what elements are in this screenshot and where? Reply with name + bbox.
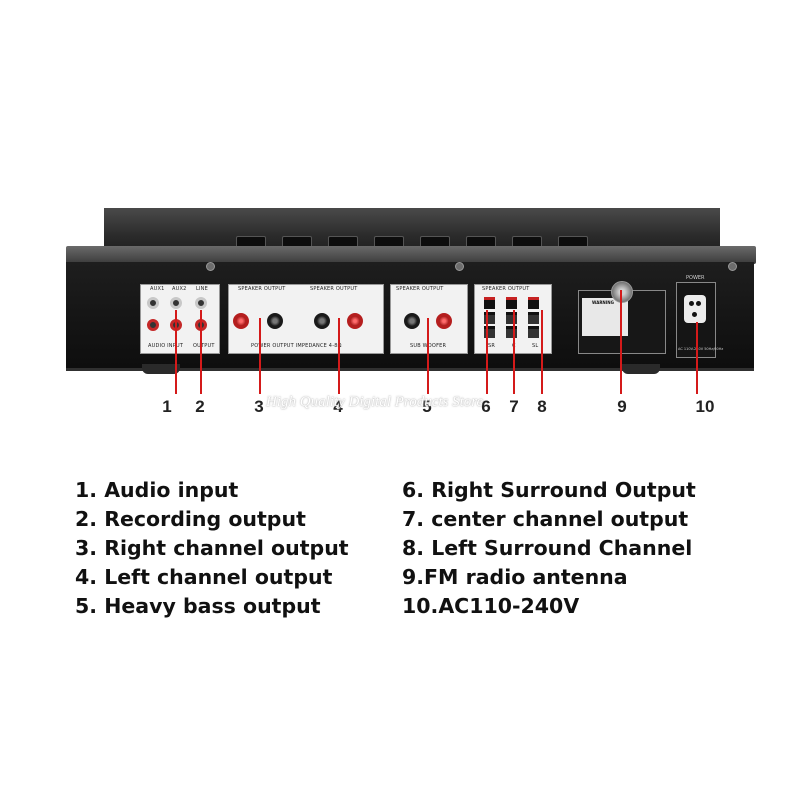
spring-clip [506,326,517,338]
rca-jack [195,297,207,309]
legend-item: 7. center channel output [402,507,689,531]
callout-number: 4 [333,397,343,416]
callout-number: 7 [509,397,519,416]
ac-rating-label: AC 110V-240V 50Hz/60Hz [678,347,724,351]
power-pin [696,301,701,306]
callout-line [175,310,177,394]
speaker-binding-post [233,313,249,329]
power-socket [684,295,706,323]
rca-jack [170,297,182,309]
speaker-binding-post [436,313,452,329]
callout-number: 2 [195,397,205,416]
screw [455,262,464,271]
legend-item: 4. Left channel output [75,565,333,589]
aux2-label: AUX2 [172,286,187,292]
spring-clip [506,312,517,324]
callout-number: 9 [617,397,627,416]
subwoofer-plate [390,284,468,354]
spring-clip [528,326,539,338]
spring-clip [528,312,539,324]
rubber-foot [142,364,180,374]
speaker-output-label: SPEAKER OUTPUT [238,286,286,292]
speaker-binding-post [314,313,330,329]
speaker-binding-post [347,313,363,329]
spring-clip [484,312,495,324]
spring-clip [484,326,495,338]
legend-right-column: 6. Right Surround Output 7. center chann… [402,476,696,621]
audio-input-label: AUDIO INPUT [148,343,184,349]
line-label: LINE [196,286,208,292]
speaker-binding-post [267,313,283,329]
callout-number: 10 [695,397,715,416]
output-label: OUTPUT [193,343,215,349]
warning-label: WARNING [592,300,614,305]
callout-line [338,318,340,394]
legend-item: 3. Right channel output [75,536,349,560]
speaker-binding-post [404,313,420,329]
speaker-output-label: SPEAKER OUTPUT [396,286,444,292]
legend-left-column: 1. Audio input 2. Recording output 3. Ri… [75,476,349,621]
sr-label: SR [488,343,496,349]
rca-jack [147,297,159,309]
legend-item: 5. Heavy bass output [75,594,321,618]
callout-line [200,310,202,394]
callout-line [513,310,515,394]
rca-jack [147,319,159,331]
power-pin [692,312,697,317]
spring-clip [528,297,539,309]
spring-clip [506,297,517,309]
screw [728,262,737,271]
legend-item: 1. Audio input [75,478,239,502]
fm-antenna-connector [611,281,633,303]
legend-item: 8. Left Surround Channel [402,536,693,560]
callout-line [696,322,698,394]
callout-line [486,310,488,394]
callout-number: 6 [481,397,491,416]
sl-label: SL [532,343,539,349]
legend-item: 10.AC110-240V [402,594,580,618]
impedance-label: POWER OUTPUT IMPEDANCE 4-8Ω [251,343,342,349]
legend-item: 9.FM radio antenna [402,565,628,589]
callout-line [259,318,261,394]
callout-line [541,310,543,394]
amplifier-rim [66,246,756,264]
rubber-foot [622,364,660,374]
speaker-output-label: SPEAKER OUTPUT [310,286,358,292]
legend-item: 6. Right Surround Output [402,478,696,502]
spring-clip [484,297,495,309]
callout-number: 5 [422,397,432,416]
screw [206,262,215,271]
callout-number: 8 [537,397,547,416]
callout-number: 3 [254,397,264,416]
callout-number: 1 [162,397,172,416]
power-label: POWER [686,275,705,281]
callout-line [620,290,622,394]
power-pin [689,301,694,306]
legend-item: 2. Recording output [75,507,306,531]
aux1-label: AUX1 [150,286,165,292]
speaker-output-label: SPEAKER OUTPUT [482,286,530,292]
callout-line [427,318,429,394]
store-watermark: High Quality Digital Products Store [266,394,484,410]
